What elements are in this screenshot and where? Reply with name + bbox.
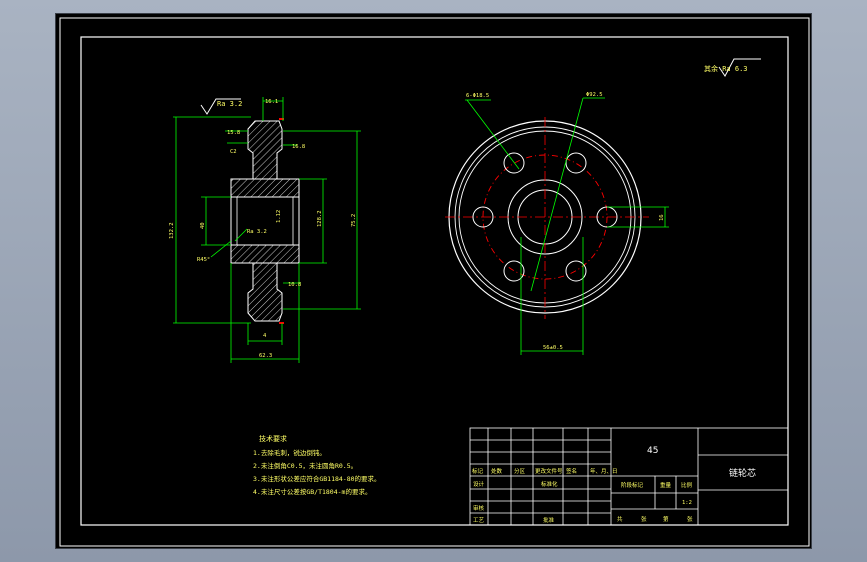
dim-outer-dia: 132.2 <box>169 222 175 239</box>
holes-label: 6-Φ18.5 <box>466 93 489 99</box>
section-hub <box>230 178 300 198</box>
part-name-text: 链轮芯 <box>729 467 756 479</box>
tech-req-line-1: 1.去除毛刺，锐边倒钝。 <box>253 448 326 457</box>
hdr-doc: 更改文件号 <box>535 467 563 475</box>
approve-label: 批准 <box>543 516 555 524</box>
hole-5 <box>503 260 525 282</box>
hdr-zone: 分区 <box>514 467 526 475</box>
weight-label: 重量 <box>660 481 672 489</box>
outer-frame <box>59 17 810 547</box>
cad-drawing[interactable]: 其余 Ra 6.3 Ra 3.2 <box>56 14 813 550</box>
section-lower-rim <box>247 262 283 322</box>
inner-frame <box>80 36 789 526</box>
surface-note: 其余 Ra 6.3 <box>704 58 761 77</box>
title-block-text: 45 链轮芯 标记 处数 分区 更改文件号 签名 年、月、日 设计 标准化 审核… <box>472 446 756 524</box>
hole-4 <box>472 206 494 228</box>
leader-holes <box>466 99 520 170</box>
sheet-page-label: 张 <box>687 515 693 523</box>
section-bore <box>230 196 300 246</box>
bottom-dim-label: 56±0.5 <box>543 345 563 351</box>
side-view: Ra 3.2 <box>169 97 361 363</box>
roughness-symbol <box>718 58 761 77</box>
hdr-count: 处数 <box>491 467 503 475</box>
dim-flange: 15.8 <box>227 130 240 136</box>
sheet-label: 张 <box>641 515 647 523</box>
hole-3 <box>503 152 525 174</box>
tech-req-line-2: 2.未注倒角C0.5，未注圆角R0.5。 <box>253 461 357 470</box>
sheet-total: 共 <box>617 515 623 523</box>
dim-step: 10.8 <box>288 282 301 288</box>
tech-requirements: 技术要求 1.去除毛刺，锐边倒钝。 2.未注倒角C0.5，未注圆角R0.5。 3… <box>253 434 381 496</box>
front-view: 6-Φ18.5 Φ92.5 16 56±0.5 <box>445 92 669 355</box>
dim-top-width: 16.1 <box>265 99 278 105</box>
dim-bore-dia: 40 <box>200 222 206 229</box>
drawing-viewport[interactable]: 其余 Ra 6.3 Ra 3.2 <box>55 13 812 549</box>
tech-req-title: 技术要求 <box>259 434 287 443</box>
scale-label: 比例 <box>681 481 693 489</box>
scale-value: 1:2 <box>682 500 692 506</box>
dim-hub-dia: 1.12 <box>276 210 282 223</box>
material-text: 45 <box>647 446 658 456</box>
stage-label: 阶段标记 <box>621 481 644 489</box>
dim-bore-rough: Ra 3.2 <box>247 229 267 235</box>
hdr-date: 年、月、日 <box>590 467 618 475</box>
design-label: 设计 <box>473 480 485 488</box>
hole-2 <box>565 152 587 174</box>
process-label: 工艺 <box>473 517 485 524</box>
dim-rim: 16.8 <box>292 144 305 150</box>
hdr-mark: 标记 <box>472 467 484 475</box>
dim-slope: R45° <box>197 257 210 263</box>
dim-chamfer: C2 <box>230 149 237 155</box>
leader-pcd <box>530 97 584 292</box>
tech-req-line-4: 4.未注尺寸公差按GB/T1804-m的要求。 <box>253 487 371 496</box>
title-block <box>469 427 789 526</box>
dim-base-val: 62.3 <box>259 353 272 359</box>
hdr-sign: 签名 <box>566 467 577 475</box>
hole-6 <box>565 260 587 282</box>
dim-hub-len: 75.2 <box>351 214 357 227</box>
check-label: 审核 <box>473 504 485 512</box>
right-dim-label: 16 <box>659 214 665 221</box>
pcd-label: Φ92.5 <box>586 92 603 98</box>
section-upper-rim <box>247 120 283 180</box>
standard-label: 标准化 <box>541 480 558 488</box>
side-roughness-symbol <box>200 98 241 115</box>
dim-small: 4 <box>263 333 267 339</box>
section-hub-lower <box>230 244 300 264</box>
sheet-page: 第 <box>663 515 669 523</box>
side-roughness-text: Ra 3.2 <box>217 100 242 108</box>
dim-pitch-dia: 128.2 <box>317 210 323 227</box>
surface-note-text: 其余 Ra 6.3 <box>704 64 748 73</box>
tech-req-line-3: 3.未注形状公差应符合GB1184-80的要求。 <box>253 474 381 483</box>
